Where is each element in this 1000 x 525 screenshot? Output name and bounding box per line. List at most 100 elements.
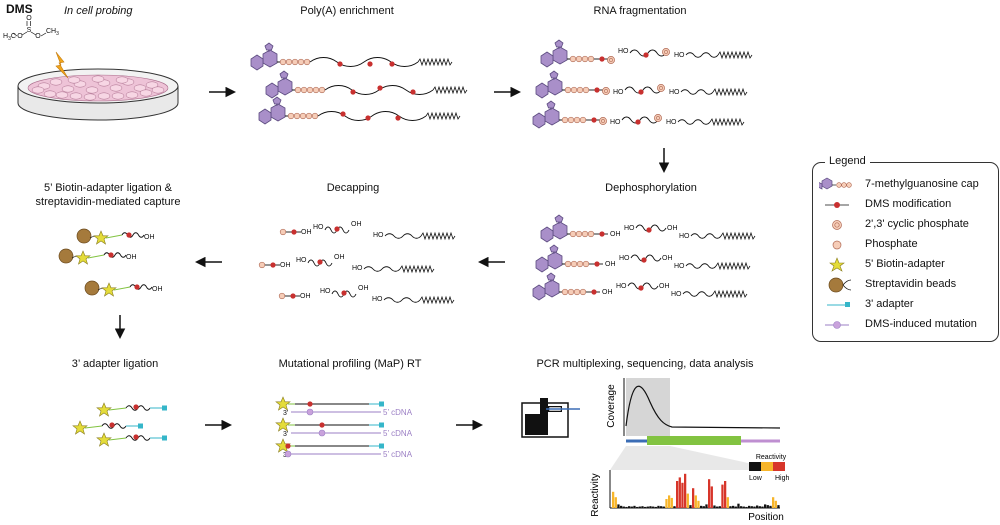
oh-label: OH <box>300 293 311 300</box>
reactivity-bar <box>758 506 761 508</box>
ho-label: HO <box>372 296 383 303</box>
reactivity-bar <box>742 506 745 508</box>
coverage-axis-label: Coverage <box>606 384 617 428</box>
phosphate-icon <box>564 86 572 94</box>
step-dephosphorylation: Dephosphorylation <box>605 182 697 194</box>
reactivity-bar <box>662 506 665 508</box>
legend-item-3-adapter: 3' adapter <box>813 296 998 314</box>
svg-text:O: O <box>17 33 23 40</box>
dms-modification-icon <box>646 227 652 233</box>
dms-modification-icon <box>594 87 600 93</box>
oh-label: OH <box>144 234 155 241</box>
svg-text:CH3: CH3 <box>46 28 59 37</box>
reactivity-bar <box>636 506 639 508</box>
dms-modification-icon <box>638 285 644 291</box>
reactivity-bar <box>620 505 623 508</box>
polya-tail <box>419 296 455 304</box>
reactivity-bar <box>764 504 767 508</box>
cell-icon <box>97 92 111 100</box>
ho-label: HO <box>671 291 682 298</box>
legend-label-dms-mutation: DMS-induced mutation <box>865 318 977 330</box>
phosphate-icon <box>311 112 319 120</box>
rna-strand <box>384 233 422 239</box>
reactivity-bar <box>646 506 649 508</box>
polya-tail <box>715 262 751 270</box>
cell-icon <box>49 78 63 86</box>
reactivity-bar <box>692 488 695 508</box>
cell-icon <box>133 84 147 92</box>
svg-text:H3C: H3C <box>3 33 16 42</box>
cyclic-phosphate-icon <box>602 87 610 95</box>
reactivity-bar <box>750 506 753 508</box>
dms-mutation-icon <box>306 408 314 416</box>
polya-tail <box>425 112 461 120</box>
step-rna-fragmentation: RNA fragmentation <box>593 5 687 17</box>
dms-modification-icon <box>341 290 347 296</box>
dms-modification-icon <box>594 261 600 267</box>
biotin-adapter-icon <box>829 257 845 272</box>
phosphate-icon <box>564 260 572 268</box>
phosphate-icon <box>587 55 595 63</box>
rna-strand <box>621 116 659 124</box>
reactivity-bar <box>686 493 689 508</box>
reactivity-bar <box>713 505 716 508</box>
reactivity-bar <box>769 505 772 508</box>
phosphate-icon <box>573 288 581 296</box>
cyclic-phosphate-ring <box>601 119 605 123</box>
cap-icon <box>250 42 278 71</box>
sequence-bar-green <box>647 436 741 445</box>
legend-item-dms-mutation: DMS-induced mutation <box>813 316 998 334</box>
dms-modification-icon <box>340 111 346 117</box>
step-biotin-ligation-line1: 5’ Biotin-adapter ligation & <box>43 182 173 194</box>
phosphate-icon <box>305 112 313 120</box>
cap-icon <box>535 244 563 273</box>
rna-strand <box>677 119 711 125</box>
phosphate-icon <box>573 116 581 124</box>
rna-strand <box>629 49 667 57</box>
biotin-adapter-icon <box>75 250 91 265</box>
ho-label: HO <box>373 232 384 239</box>
phosphate-icon <box>293 112 301 120</box>
dms-modification-icon <box>109 422 115 428</box>
adapter-3-icon <box>827 302 850 307</box>
biotin-adapter-icon <box>275 396 291 411</box>
reactivity-bar <box>777 505 780 508</box>
petri-dish-icon <box>17 68 179 121</box>
svg-text:O: O <box>35 33 41 40</box>
reactivity-bar <box>726 497 729 508</box>
coverage-plot: Coverage <box>606 378 781 470</box>
oh-label: OH <box>605 261 616 268</box>
phosphate-icon <box>299 112 307 120</box>
dms-modification-icon <box>599 231 605 237</box>
adapter-5-line <box>108 407 127 411</box>
phosphate-icon <box>576 260 584 268</box>
legend-item-cyclic-phosphate: 2',3' cyclic phosphate <box>813 216 998 234</box>
cell-icon <box>115 76 129 84</box>
legend-title: Legend <box>825 155 870 167</box>
reactivity-bar <box>745 506 748 508</box>
reactivity-bar <box>710 486 713 508</box>
ho-label: HO <box>618 48 629 55</box>
polya-tail <box>709 118 745 126</box>
reactivity-bar <box>689 505 692 508</box>
reactivity-bar <box>644 506 647 508</box>
phosphate-icon <box>561 116 569 124</box>
phosphate-icon <box>258 261 266 269</box>
reactivity-chart: Reactivity Position <box>590 470 784 523</box>
reactivity-bar <box>638 506 641 508</box>
three-prime-label: 3’ <box>283 431 289 438</box>
rna-strand <box>317 111 427 121</box>
legend-label-phosphate: Phosphate <box>865 238 918 250</box>
coverage-curve <box>625 385 781 429</box>
dms-modification-icon <box>591 117 597 123</box>
cell-icon <box>43 90 57 98</box>
reactivity-bar <box>702 506 705 508</box>
ho-label: HO <box>613 89 624 96</box>
cyclic-phosphate-icon <box>832 220 842 230</box>
phosphate-icon <box>579 288 587 296</box>
reactivity-legend: Reactivity Low High <box>749 454 790 482</box>
legend-box: Legend 7-methylguanosine cap DMS modific… <box>812 155 999 342</box>
cyclic-phosphate-icon <box>607 56 615 64</box>
reactivity-bar <box>756 505 759 508</box>
